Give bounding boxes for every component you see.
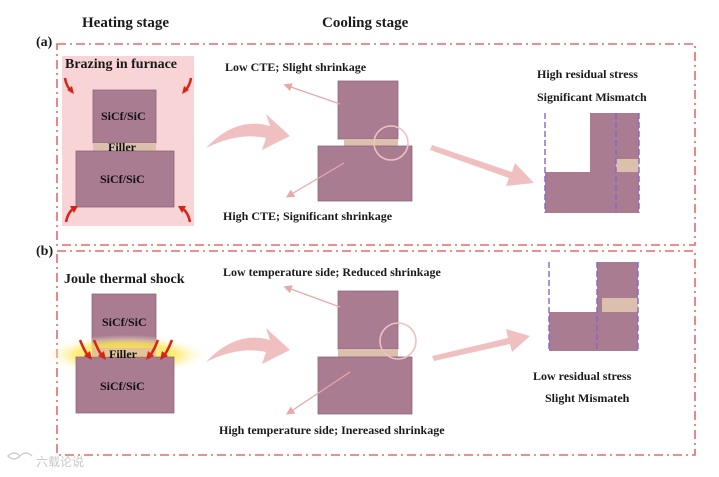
filler-b-label: Filler — [109, 347, 137, 361]
panel-b-title: Joule thermal shock — [64, 272, 185, 287]
block-top-b-label: SiCf/SiC — [102, 315, 147, 329]
result-block-bottom-a — [545, 172, 639, 213]
heat-arrow-icon-bl-head — [70, 206, 78, 213]
heat-arrow-icon-tr-head — [182, 86, 189, 94]
block-bottom-a-label: SiCf/SiC — [100, 172, 145, 186]
panel-b-tag: (b) — [36, 244, 54, 259]
result-block-top-b — [597, 262, 638, 298]
cool-block-top-a — [337, 80, 399, 140]
pointer-line-bottom-a — [285, 162, 345, 198]
filler-b — [92, 348, 156, 356]
cool-bottom-note-b: High temperature side; Inereased shrinka… — [219, 423, 445, 437]
heat-arrow-icon-b4-head — [160, 351, 168, 360]
cool-bottom-note-a: High CTE; Significant shrinkage — [223, 209, 393, 223]
heat-arrow-icon-b2-head — [98, 351, 106, 360]
header-heating-stage: Heating stage — [82, 15, 170, 31]
cool-filler-b — [338, 349, 398, 357]
block-bottom-b-label: SiCf/SiC — [100, 379, 145, 393]
panel-a-tag: (a) — [36, 35, 53, 50]
result-filler-b — [602, 298, 638, 312]
block-top-a-label: SiCf/SiC — [101, 109, 146, 123]
cool-block-top-b — [337, 290, 399, 350]
result-line1-b: Low residual stress — [533, 369, 632, 383]
long-arrow-a — [430, 145, 534, 186]
filler-a-label: Filler — [108, 140, 136, 154]
heat-arrow-icon-br-head — [178, 206, 186, 213]
zoom-circle-b — [379, 322, 417, 360]
cool-block-bottom-a — [317, 145, 413, 202]
result-filler-strip-a — [590, 159, 616, 172]
block-top-a — [92, 89, 157, 144]
heat-arrow-icon-b1-head — [84, 351, 92, 360]
pointer-line-top-b — [283, 285, 341, 308]
result-line1-a: High residual stress — [537, 67, 638, 81]
result-block-top-a — [590, 113, 639, 159]
result-block-bottom-b — [549, 312, 638, 351]
header-cooling-stage: Cooling stage — [322, 15, 409, 31]
pointer-line-bottom-b — [286, 371, 351, 415]
panel-a-title: Brazing in furnace — [65, 57, 177, 72]
long-arrow-b — [432, 329, 530, 361]
cool-filler-a — [344, 139, 398, 146]
result-line2-b: Slight Mismateh — [545, 391, 630, 405]
block-bottom-a — [75, 150, 175, 208]
result-filler-strip-b — [597, 298, 602, 312]
heat-arrow-icon-tl-head — [67, 86, 74, 94]
result-filler-a — [616, 159, 639, 172]
cool-top-note-b: Low temperature side; Reduced shrinkage — [223, 265, 441, 279]
watermark: 六载论说 — [36, 455, 85, 469]
cool-block-bottom-b — [317, 356, 413, 415]
filler-a — [93, 143, 156, 151]
pointer-line-top-a — [283, 83, 341, 105]
block-bottom-b — [75, 356, 175, 414]
heat-arrow-icon-b3-head — [146, 351, 154, 360]
curved-arrow-a — [206, 114, 290, 150]
result-line2-a: Significant Mismatch — [537, 90, 647, 104]
panel-a-frame — [56, 43, 696, 246]
curved-arrow-b — [206, 328, 290, 364]
zoom-circle-a — [373, 125, 409, 161]
cool-top-note-a: Low CTE; Slight shrinkage — [225, 60, 367, 74]
watermark-logo-icon — [6, 452, 33, 460]
